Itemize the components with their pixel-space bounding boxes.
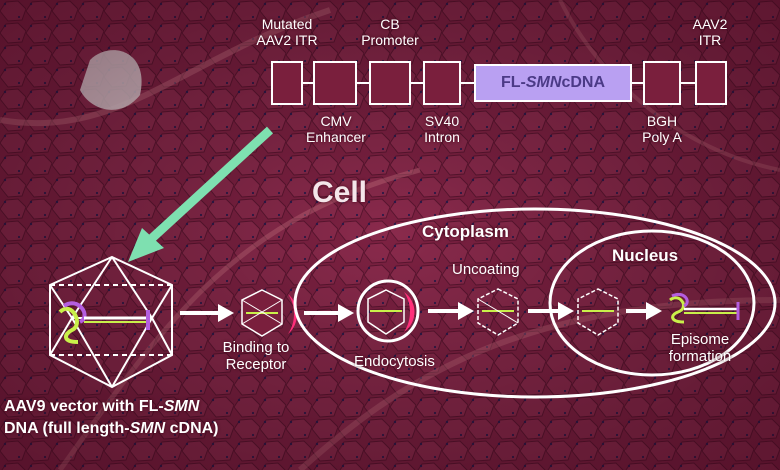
- vector-caption: AAV9 vector with FL-SMN DNA (full length…: [4, 398, 219, 437]
- cytoplasm-label: Cytoplasm: [422, 222, 509, 241]
- nucleus-membrane: [548, 229, 756, 377]
- episome-formation-label: Episome formation: [668, 331, 732, 365]
- cmv-enhancer-label: CMV Enhancer: [306, 113, 366, 145]
- mutated-itr-box: [271, 61, 303, 105]
- aav2-itr-box: [695, 61, 727, 105]
- dna-genome-icon: [58, 301, 150, 344]
- binding-receptor-label: Binding to Receptor: [222, 339, 290, 373]
- endosome-capsid: [356, 279, 420, 343]
- aav2-itr-label: AAV2 ITR: [692, 16, 728, 48]
- cell-membrane: [293, 207, 777, 399]
- green-arrow-head: [128, 228, 164, 262]
- uncoating-label: Uncoating: [452, 261, 520, 278]
- episome-icon: [669, 292, 740, 324]
- cb-promoter-box: [369, 61, 411, 105]
- nuclear-capsid: [577, 288, 619, 336]
- bgh-polya-box: [643, 61, 681, 105]
- cb-promoter-label: CB Promoter: [361, 16, 419, 48]
- capsid-binding-receptor: [241, 289, 297, 337]
- endocytosis-label: Endocytosis: [354, 353, 435, 370]
- uncoating-capsid: [477, 288, 519, 336]
- bgh-polya-label: BGH Poly A: [642, 113, 682, 145]
- cmv-enhancer-box: [313, 61, 357, 105]
- sv40-intron-box: [423, 61, 461, 105]
- sv40-intron-label: SV40 Intron: [424, 113, 460, 145]
- nucleus-label: Nucleus: [612, 246, 679, 265]
- green-arrow: [146, 126, 274, 244]
- mutated-itr-label: Mutated AAV2 ITR: [256, 16, 318, 48]
- cell-title: Cell: [312, 176, 368, 209]
- fl-smn-cdna-box: FL-SMN cDNA: [474, 64, 632, 102]
